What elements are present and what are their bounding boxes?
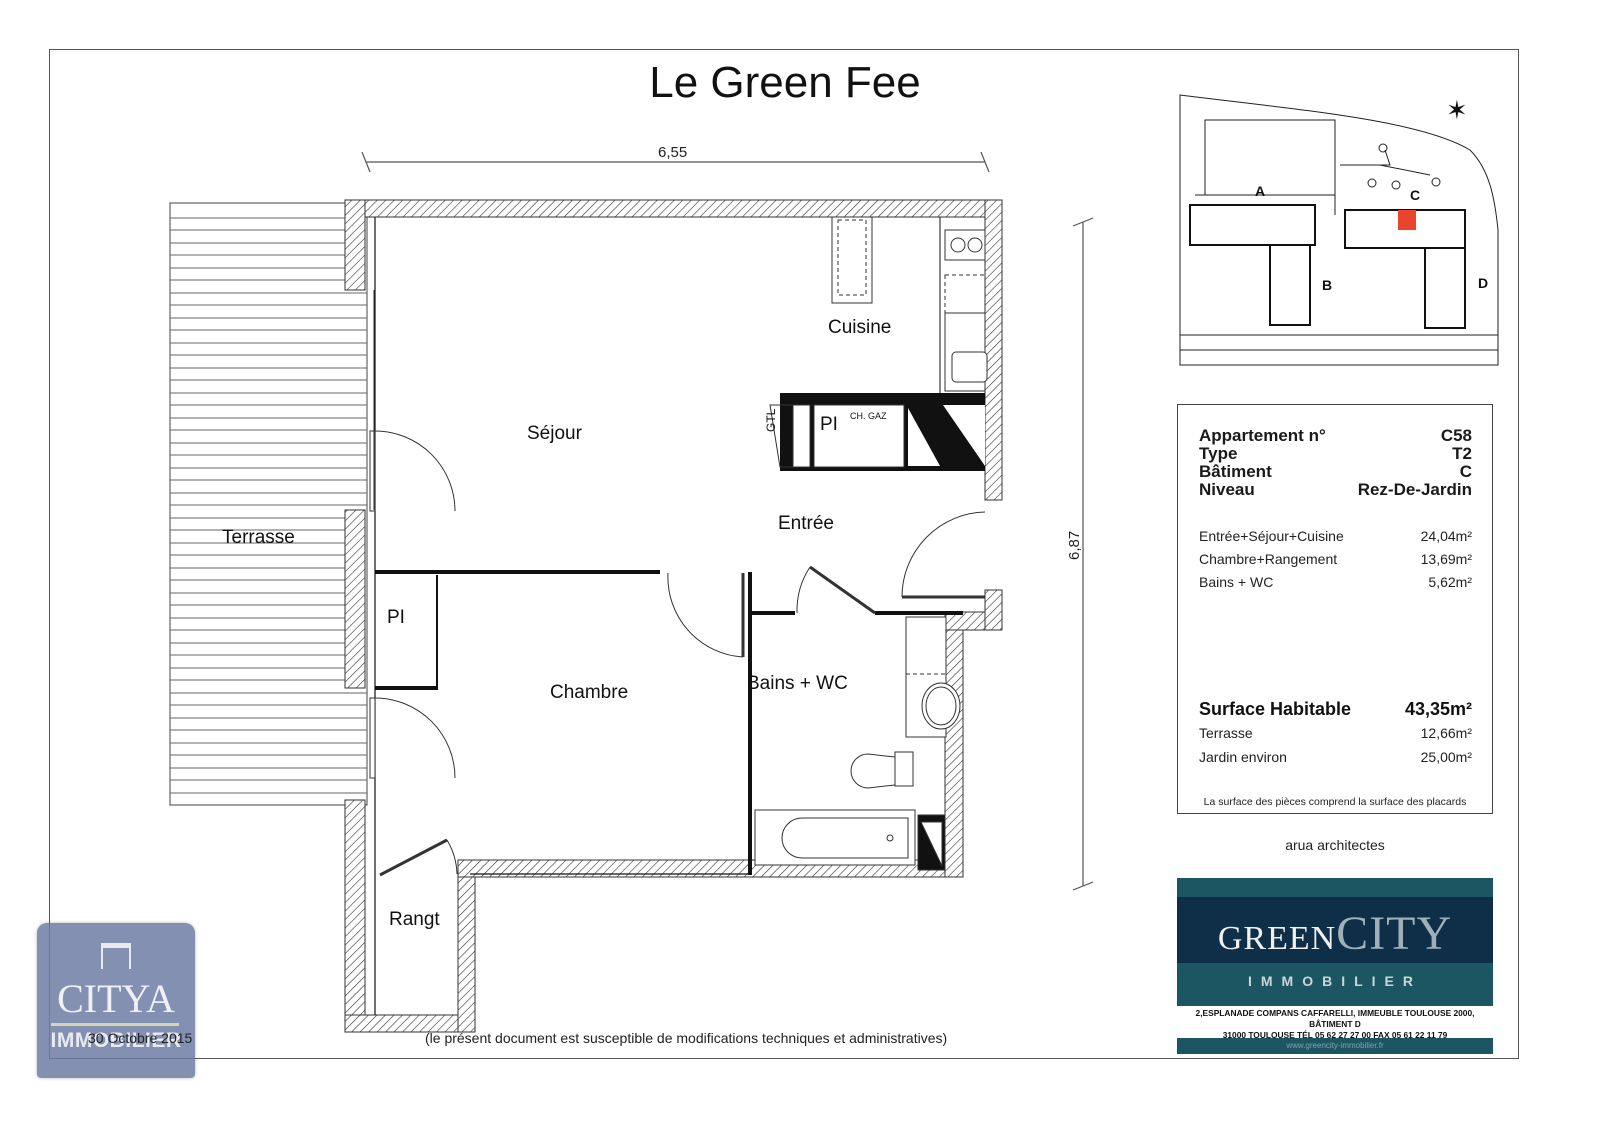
- apartment-number-label: Appartement n°: [1199, 426, 1326, 445]
- doors: [369, 290, 986, 877]
- bathroom-fixtures: [754, 616, 961, 871]
- kitchen-fixtures: [831, 216, 988, 392]
- room-areas-list: Entrée+Séjour+Cuisine 24,04m² Chambre+Ran…: [1199, 525, 1472, 594]
- room-label-ch-gaz: CH. GAZ: [850, 411, 887, 421]
- document-title: Le Green Fee: [649, 58, 921, 107]
- dimension-height-label: 6,87: [1066, 530, 1083, 560]
- svg-text:A: A: [1255, 183, 1265, 199]
- greencity-subtitle: IMMOBILIER: [1248, 973, 1422, 989]
- site-plan: [1179, 94, 1499, 366]
- page-frame: [49, 49, 1519, 1059]
- column-capital-icon: [101, 943, 131, 969]
- exterior-walls: [344, 199, 1003, 1033]
- disclaimer-text: (le présent document est susceptible de …: [425, 1030, 948, 1046]
- dimension-width-label: 6,55: [658, 144, 688, 161]
- area-row: Chambre+Rangement 13,69m²: [1199, 548, 1472, 571]
- citya-watermark-logo: CITYA IMMOBILIER: [37, 923, 195, 1078]
- apartment-info-box: Appartement n° C58 Type T2 Bâtiment C Nivea…: [1177, 404, 1493, 814]
- type-label: Type: [1199, 444, 1238, 463]
- area-label: Chambre+Rangement: [1199, 551, 1338, 567]
- level-label: Niveau: [1199, 480, 1255, 499]
- surface-summary: Surface Habitable 43,35m² Terrasse 12,66m²…: [1199, 697, 1472, 769]
- type-value: T2: [1452, 444, 1472, 463]
- room-label-placard-chambre: PI: [387, 607, 405, 628]
- room-label-terrasse: Terrasse: [222, 527, 295, 548]
- area-value: 24,04m²: [1420, 528, 1472, 544]
- garden-area-value: 25,00m²: [1420, 749, 1472, 765]
- surface-habitable-label: Surface Habitable: [1199, 699, 1352, 719]
- dimension-width-line: [361, 151, 990, 173]
- apartment-number-value: C58: [1440, 426, 1472, 445]
- surface-habitable-value: 43,35m²: [1404, 699, 1472, 719]
- dimension-height-line: [1072, 217, 1094, 891]
- document-date: 30 Octobre 2015: [88, 1030, 193, 1046]
- room-label-bains-wc: Bains + WC: [747, 673, 848, 694]
- room-label-chambre: Chambre: [550, 682, 629, 703]
- room-label-gtl: GTL: [764, 408, 778, 432]
- room-label-rangt: Rangt: [389, 909, 440, 930]
- surface-note: La surface des pièces comprend la surfac…: [1203, 796, 1467, 808]
- north-arrow-icon: ✶: [1446, 95, 1468, 125]
- interior-walls: [374, 217, 963, 1015]
- svg-text:B: B: [1322, 277, 1332, 293]
- service-block: [769, 393, 985, 471]
- svg-text:D: D: [1478, 275, 1488, 291]
- area-value: 5,62m²: [1428, 574, 1472, 590]
- greencity-logo-block: GREENCITY IMMOBILIER 2,ESPLANADE COMPANS…: [1177, 878, 1493, 1054]
- greencity-address: 2,ESPLANADE COMPANS CAFFARELLI, IMMEUBLE…: [1195, 1008, 1475, 1040]
- room-label-placard-entree: PI: [820, 414, 838, 435]
- room-label-entree: Entrée: [778, 513, 834, 534]
- area-label: Entrée+Séjour+Cuisine: [1199, 528, 1344, 544]
- svg-text:C: C: [1410, 187, 1420, 203]
- area-row: Entrée+Séjour+Cuisine 24,04m²: [1199, 525, 1472, 548]
- garden-area-label: Jardin environ: [1199, 749, 1287, 765]
- area-value: 13,69m²: [1420, 551, 1472, 567]
- site-plan-labels: A B C D: [1255, 183, 1488, 293]
- greencity-website: www.greencity-immobilier.fr: [1177, 1038, 1493, 1054]
- area-label: Bains + WC: [1199, 574, 1274, 590]
- building-value: C: [1459, 462, 1472, 481]
- room-label-sejour: Séjour: [527, 423, 582, 444]
- building-label: Bâtiment: [1199, 462, 1272, 481]
- greencity-logo: GREENCITY: [1217, 907, 1453, 960]
- area-row: Bains + WC 5,62m²: [1199, 571, 1472, 594]
- terrace-decking: [169, 202, 368, 806]
- terrace-area-value: 12,66m²: [1420, 725, 1472, 741]
- level-value: Rez-De-Jardin: [1357, 480, 1472, 499]
- room-label-cuisine: Cuisine: [828, 317, 892, 338]
- apartment-header: Appartement n° C58 Type T2 Bâtiment C Nivea…: [1199, 427, 1472, 499]
- architect-credit: arua architectes: [1285, 837, 1385, 853]
- terrace-area-label: Terrasse: [1199, 725, 1253, 741]
